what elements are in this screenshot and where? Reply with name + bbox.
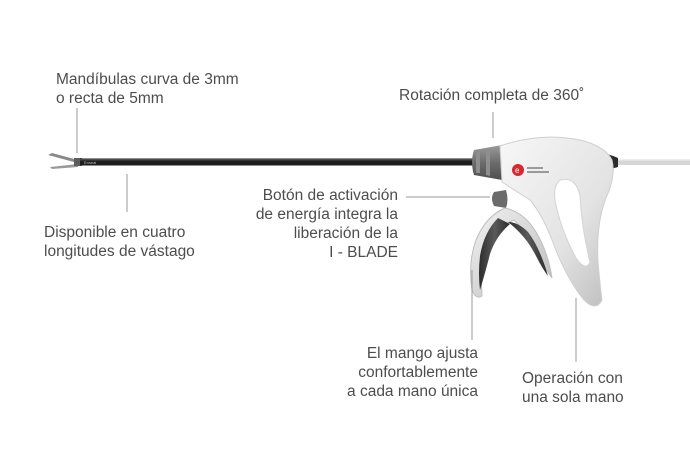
shaft-callout: Disponible en cuatro longitudes de vásta… [44,223,195,261]
handle-callout-line-3: a cada mano única [347,383,478,400]
one-hand-callout: Operación con una sola mano [522,369,624,407]
brand-logo [512,164,524,176]
shaft-callout-line-2: longitudes de vástago [44,243,195,260]
activation-button [492,190,508,208]
activation-callout-line-2: de energía integra la [255,206,398,223]
svg-text:Enseal: Enseal [84,160,96,165]
rotation-callout: Rotación completa de 360˚ [399,86,584,105]
shaft [80,158,484,166]
handle-callout-line-2: confortablemente [358,364,478,381]
shaft-callout-line-1: Disponible en cuatro [44,224,186,241]
trigger-lever [470,207,553,298]
jaws-callout-line-2: o recta de 5mm [56,90,164,107]
handle-callout-line-1: El mango ajusta [366,345,478,362]
activation-callout-line-4: I - BLADE [329,244,398,261]
rotation-callout-line-1: Rotación completa de 360˚ [399,87,585,104]
leader-lines [76,108,577,362]
activation-callout-line-1: Botón de activación [262,187,398,204]
handle-callout: El mango ajusta confortablemente a cada … [318,344,478,401]
one-hand-callout-line-2: una sola mano [522,389,624,406]
activation-callout-line-3: liberación de la [293,225,398,242]
activation-button-callout: Botón de activación de energía integra l… [220,186,398,262]
jaws [48,153,82,169]
jaws-callout-line-1: Mandíbulas curva de 3mm [56,71,239,88]
jaws-callout: Mandíbulas curva de 3mm o recta de 5mm [56,70,239,108]
handle-body: e [499,136,614,307]
rotation-knob [472,145,504,180]
svg-text:e: e [515,166,520,175]
one-hand-callout-line-1: Operación con [522,370,623,387]
